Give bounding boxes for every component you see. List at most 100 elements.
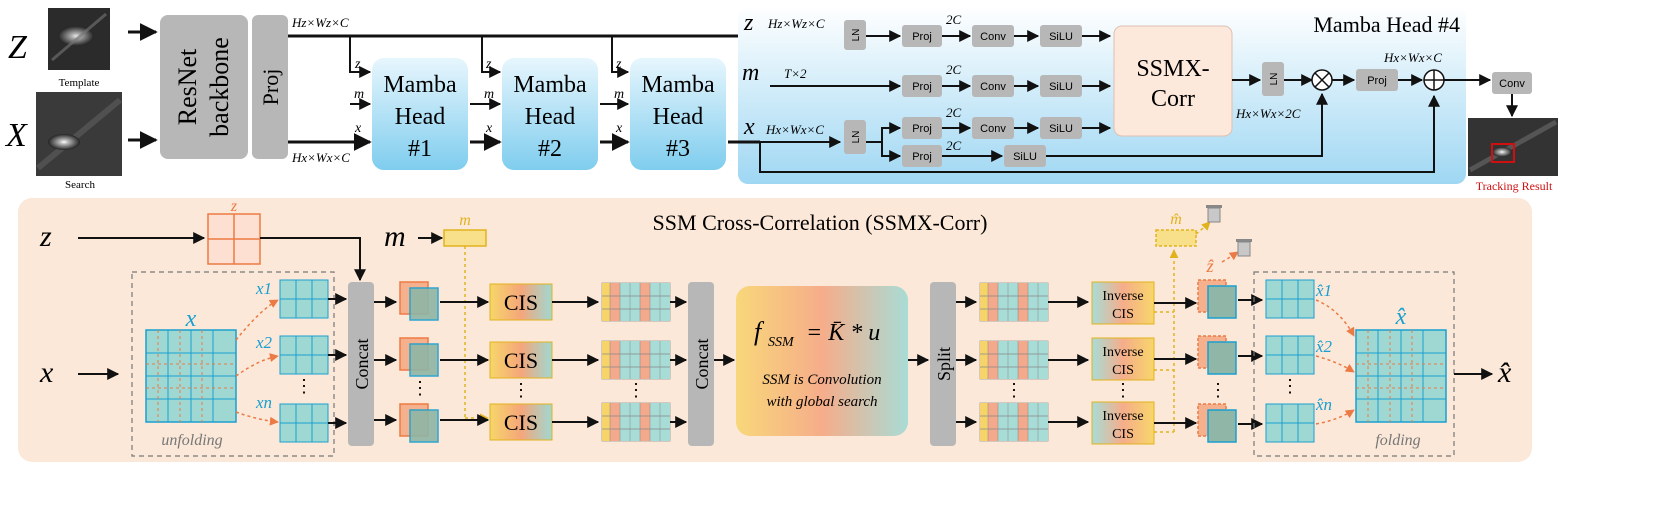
strip-n — [601, 402, 671, 442]
cis-block-n: CIS — [489, 403, 553, 441]
concat-2-label: Concat — [692, 339, 712, 390]
pair-dots: ⋮ — [411, 378, 429, 398]
silu-z-block — [1040, 25, 1082, 47]
two-c-m: 2C — [946, 62, 962, 77]
split-label: Split — [934, 347, 954, 381]
head2-m-label: m — [484, 87, 494, 102]
inverse-n-l1: Inverse — [1102, 409, 1143, 424]
head-2-label-2: Head — [525, 104, 576, 130]
head3-z-label: z — [615, 57, 622, 72]
concat-2-block — [688, 282, 714, 446]
conv-x-label: Conv — [980, 123, 1006, 135]
head2-z-label: z — [485, 57, 492, 72]
patch-xn-label: xn — [255, 393, 272, 412]
head1-x-label: x — [354, 121, 362, 136]
conv-z-label: Conv — [980, 31, 1006, 43]
head3-m-label: m — [614, 87, 624, 102]
cis-block-2: CIS — [489, 341, 553, 379]
patch-x1-hat — [1265, 279, 1315, 319]
z-grid-label: z — [230, 198, 238, 215]
trash-icon-2 — [1236, 239, 1252, 257]
inverse-dots: ⋮ — [1114, 380, 1132, 400]
proj-x1-block — [902, 117, 942, 139]
x-grid-label: x — [185, 306, 197, 332]
template-caption: Template — [59, 77, 100, 89]
head4-x-dim: Hx×Wx×C — [765, 122, 824, 137]
out-pair-1 — [1197, 279, 1237, 319]
proj-out-block — [1356, 69, 1398, 91]
two-c-x1: 2C — [946, 105, 962, 120]
conv-m-label: Conv — [980, 81, 1006, 93]
patch-x2-hat — [1265, 335, 1315, 375]
head3-x-label: x — [615, 121, 623, 136]
patch-xn-hat — [1265, 403, 1315, 443]
input-z-label: Z — [8, 29, 28, 66]
patch-xn — [279, 403, 329, 443]
ssmx-z-label: z — [39, 220, 52, 253]
proj-m-block — [902, 75, 942, 97]
unfolding-label: unfolding — [161, 432, 222, 449]
inverse-n-l2: CIS — [1112, 427, 1134, 442]
mamba-head-1: Mamba Head #1 — [372, 58, 468, 170]
cis-2-label: CIS — [504, 348, 538, 373]
head4-z-label: z — [743, 10, 754, 36]
proj-m-label: Proj — [912, 81, 932, 93]
silu-x-block — [1040, 117, 1082, 139]
head4-m-label: m — [742, 60, 759, 86]
strip-out-n — [979, 402, 1049, 442]
patch-x1-label: x1 — [255, 279, 272, 298]
out-pair-n — [1197, 403, 1237, 443]
trash-icon — [1206, 205, 1222, 223]
silu-m-label: SiLU — [1049, 81, 1073, 93]
formula-sub: SSM — [768, 335, 795, 350]
out-dim-2c: Hx×Wx×2C — [1235, 106, 1301, 121]
mamba-head-4-panel — [738, 6, 1466, 184]
mamba-head-2: Mamba Head #2 — [502, 58, 598, 170]
proj-x2-label: Proj — [912, 151, 932, 163]
inverse-2-l1: Inverse — [1102, 345, 1143, 360]
inverse-cis-2: Inverse CIS — [1091, 337, 1155, 381]
mamba-head-3: Mamba Head #3 — [630, 58, 726, 170]
patch-x2-hat-label: x̂2 — [1315, 337, 1333, 356]
out-pair-2 — [1197, 335, 1237, 375]
head-1-label-2: Head — [395, 104, 446, 130]
head-3-label-1: Mamba — [641, 72, 715, 98]
ln-x-label: LN — [851, 131, 862, 144]
out-dim: Hx×Wx×C — [1383, 50, 1442, 65]
m-token — [443, 229, 487, 247]
pair-1 — [399, 281, 439, 321]
patch-x2-label: x2 — [255, 333, 273, 352]
output-x-hat: x̂ — [1497, 356, 1512, 389]
final-conv-block — [1492, 72, 1532, 94]
formula-rhs: = K̄ * u — [806, 320, 880, 346]
backbone-label: backbone — [205, 37, 234, 137]
head1-m-label: m — [354, 87, 364, 102]
strip-1 — [601, 282, 671, 322]
cis-dots: ⋮ — [512, 380, 530, 400]
tracking-result-image — [1468, 118, 1558, 176]
resnet-backbone-block — [160, 15, 248, 159]
proj-block — [252, 15, 288, 159]
head4-title: Mamba Head #4 — [1313, 12, 1460, 37]
head-3-label-3: #3 — [666, 136, 690, 162]
cis-1-label: CIS — [504, 290, 538, 315]
two-c-z: 2C — [946, 12, 962, 27]
m-hat-token — [1155, 229, 1197, 247]
formula-f: f — [754, 317, 765, 346]
head-1-label-3: #1 — [408, 136, 432, 162]
ln-out-label: LN — [1269, 73, 1280, 86]
silu-x2-block — [1004, 145, 1046, 167]
head-2-label-1: Mamba — [513, 72, 587, 98]
folding-box — [1253, 271, 1455, 457]
strip-2 — [601, 340, 671, 380]
patch-xn-hat-label: x̂n — [1315, 395, 1332, 414]
strip-out-1 — [979, 282, 1049, 322]
patch-hat-dots: ⋮ — [1281, 376, 1299, 396]
final-conv-label: Conv — [1499, 78, 1525, 90]
two-c-x2: 2C — [946, 138, 962, 153]
input-x-label: X — [4, 117, 28, 154]
strip-out-2 — [979, 340, 1049, 380]
ssmx-panel-title: SSM Cross-Correlation (SSMX-Corr) — [653, 210, 988, 235]
proj-x2-block — [902, 145, 942, 167]
ln-z-label: LN — [851, 29, 862, 42]
